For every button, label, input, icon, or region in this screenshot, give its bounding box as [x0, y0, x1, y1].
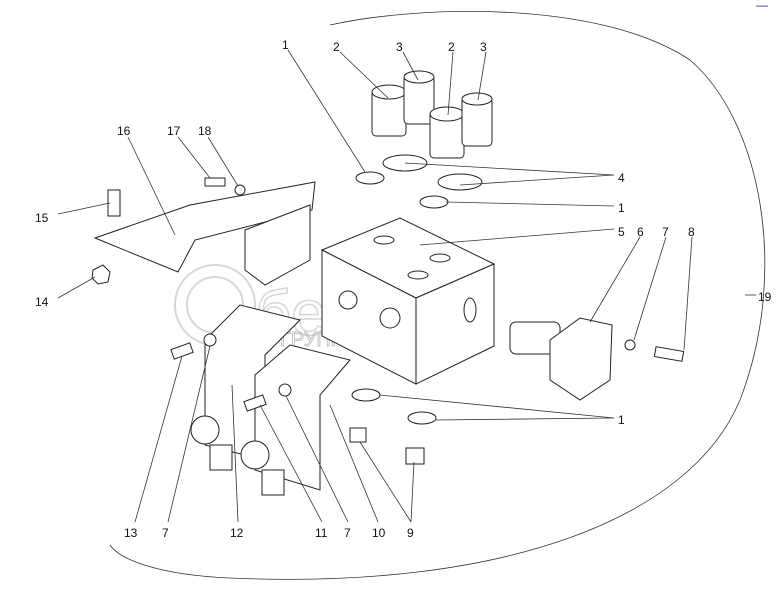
callout-17: 17	[167, 124, 181, 138]
callout-11: 11	[315, 526, 328, 540]
callout-19: 19	[758, 290, 772, 304]
valve-block	[320, 217, 496, 385]
callout-16: 16	[117, 124, 131, 138]
callout-2: 2	[333, 40, 340, 54]
callout-2: 2	[448, 40, 455, 54]
callout-6: 6	[637, 225, 644, 239]
callout-3: 3	[480, 40, 487, 54]
callout-8: 8	[688, 225, 695, 239]
callout-15: 15	[35, 211, 49, 225]
callout-18: 18	[198, 124, 212, 138]
callout-1: 1	[618, 201, 625, 215]
callout-7: 7	[344, 526, 351, 540]
callout-4: 4	[618, 171, 625, 185]
fittings	[371, 70, 493, 159]
assembly-boundary-arc	[109, 11, 766, 580]
callout-3: 3	[396, 40, 403, 54]
pressure-valve	[509, 317, 613, 401]
fasteners	[91, 177, 685, 465]
callout-9: 9	[407, 526, 414, 540]
callout-labels: 1 2 3 2 3 4 1 5 6 7 8 19 16 17 18 15 14 …	[35, 38, 772, 540]
callout-13: 13	[124, 526, 138, 540]
corner-mark: —	[756, 0, 768, 12]
callout-1: 1	[282, 38, 289, 52]
callout-5: 5	[618, 225, 625, 239]
solenoid-valves	[190, 304, 351, 496]
callout-10: 10	[372, 526, 386, 540]
bracket	[93, 181, 316, 286]
callout-14: 14	[35, 295, 49, 309]
callout-1: 1	[618, 413, 625, 427]
callout-7: 7	[662, 225, 669, 239]
leader-lines	[57, 49, 756, 523]
callout-12: 12	[230, 526, 244, 540]
callout-7: 7	[162, 526, 169, 540]
